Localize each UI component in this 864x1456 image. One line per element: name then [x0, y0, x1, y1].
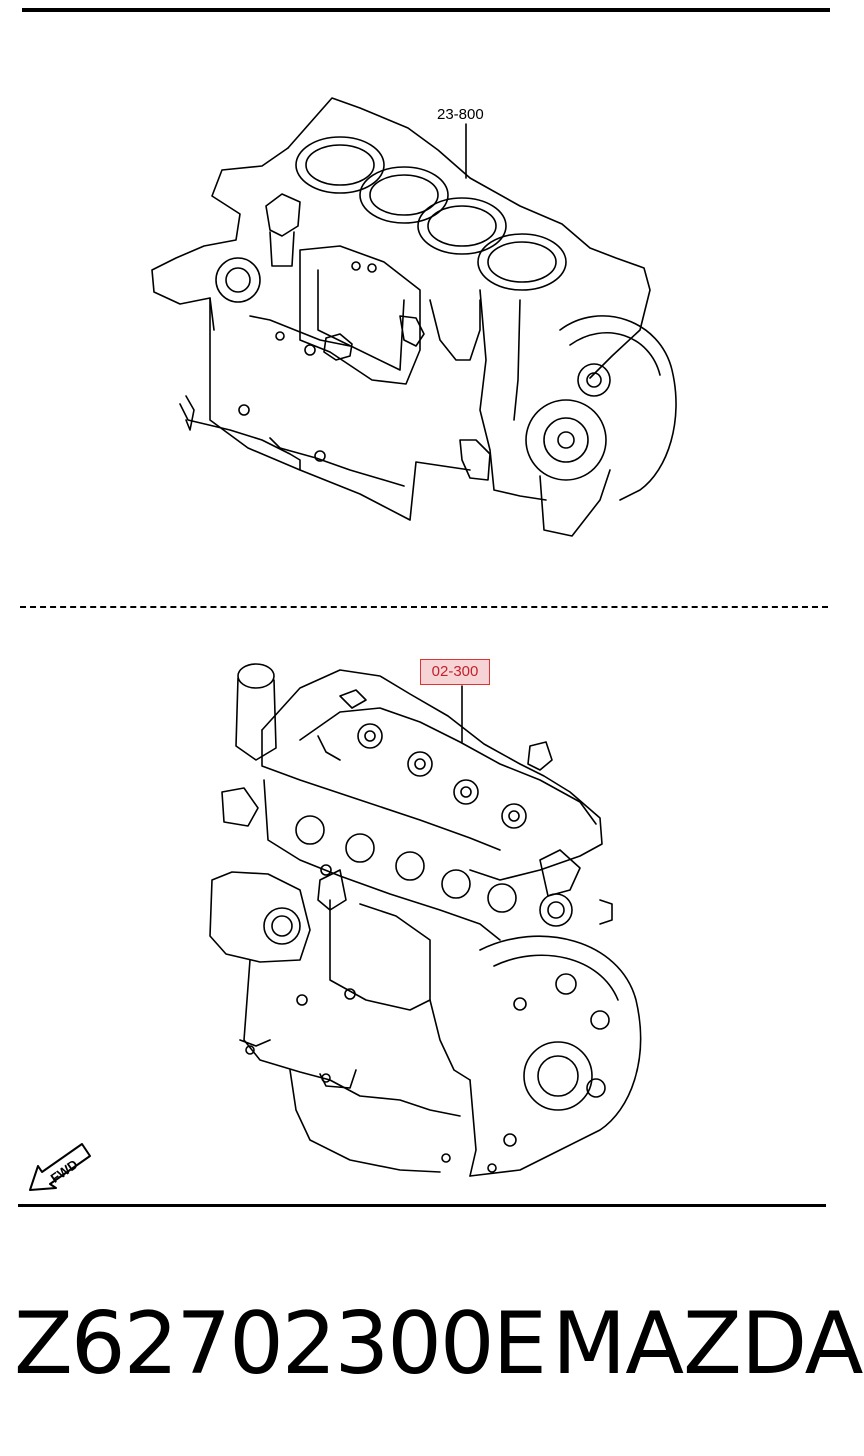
- brand-name: MAZDA: [552, 1294, 863, 1394]
- callout-23-800[interactable]: 23-800: [437, 106, 484, 123]
- callout-02-300-highlighted[interactable]: 02-300: [420, 659, 490, 685]
- top-border-rule: [22, 8, 830, 12]
- engine-assembly-illustration: [209, 663, 642, 1177]
- part-number: Z62702300E: [14, 1294, 547, 1394]
- cylinder-block-illustration: [151, 97, 677, 537]
- bottom-border-rule: [18, 1204, 826, 1207]
- section-divider: [20, 606, 828, 608]
- fwd-arrow-icon: FWD: [24, 1136, 96, 1196]
- footer: Z62702300E MAZDA: [0, 1284, 864, 1404]
